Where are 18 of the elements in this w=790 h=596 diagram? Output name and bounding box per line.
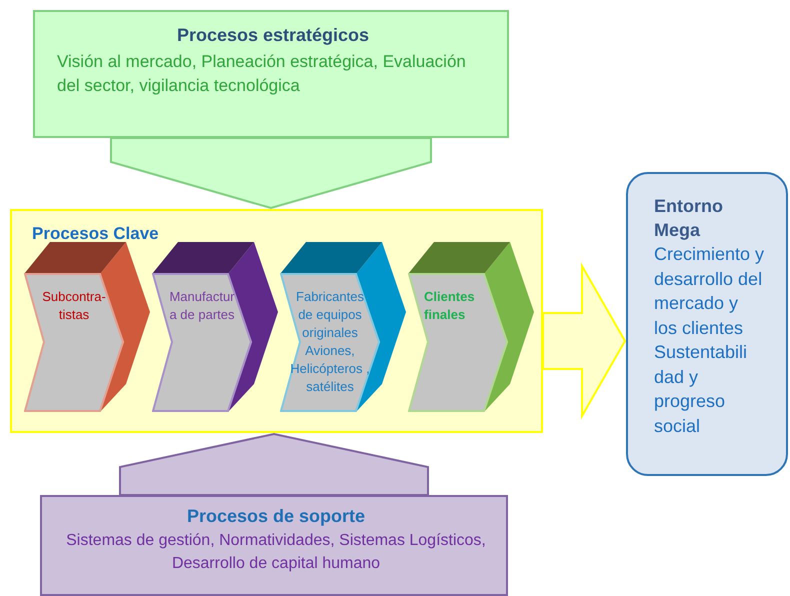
- block-arrow: [110, 137, 432, 210]
- process-panel: [40, 495, 508, 596]
- chevron-label: Subcontra- tistas: [41, 288, 107, 324]
- chevron-label: Clientes finales: [424, 288, 476, 324]
- group-panel: [10, 209, 543, 433]
- panel-heading: Entorno Mega: [654, 195, 724, 242]
- block-arrow: [119, 432, 429, 496]
- chevron-label: Fabricantes de equipos originales Aviones, Helicópteros , satélites: [289, 288, 371, 396]
- process-panel: [33, 10, 509, 138]
- panel-heading: Procesos de soporte: [186, 505, 366, 527]
- panel-text: Sistemas de gestión, Normatividades, Sistemas Logísticos, Desarrollo de capital humano: [65, 531, 487, 574]
- chevron-label: Manufactur a de partes: [168, 288, 236, 324]
- block-arrow: [542, 262, 626, 420]
- panel-text: Crecimiento y desarrollo del mercado y los clientes Sustentabili dad y progreso social: [654, 243, 766, 438]
- panel-heading: Procesos estratégicos: [176, 24, 370, 46]
- panel-text: Visión al mercado, Planeación estratégica, Evaluación del sector, vigilancia tecnológica: [57, 51, 467, 97]
- rounded-panel: [626, 172, 788, 476]
- group-heading: Procesos Clave: [32, 223, 160, 245]
